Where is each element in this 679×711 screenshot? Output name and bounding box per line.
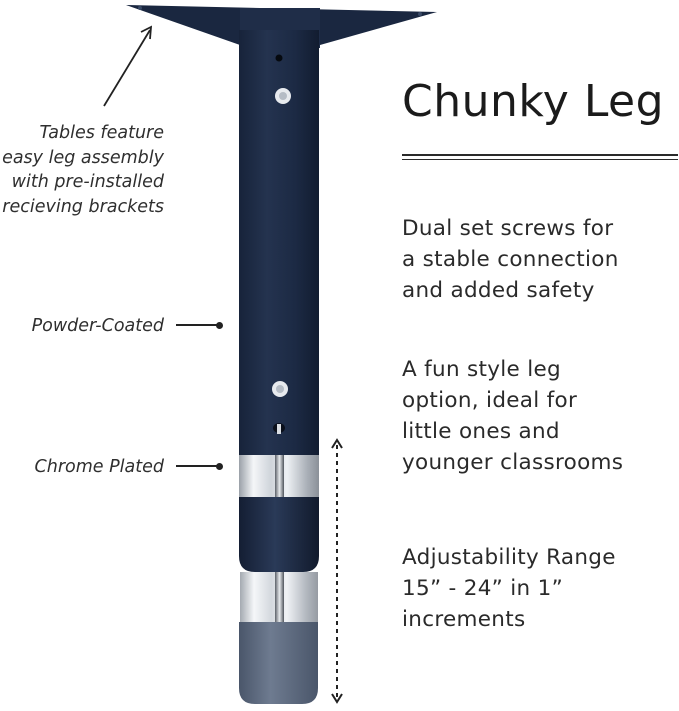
chrome-plated-label: Chrome Plated (34, 457, 164, 477)
bracket-callout-arrow (103, 25, 153, 107)
set-screw-upper (275, 88, 291, 104)
chrome-plated-leader (176, 462, 223, 470)
title-rule-bottom (402, 159, 678, 160)
adjustability-range-arrow (331, 438, 343, 704)
feature-fun-style: A fun style leg option, ideal for little… (402, 357, 624, 475)
product-title: Chunky Leg (402, 76, 665, 127)
feature-set-screws: Dual set screws for a stable connection … (402, 216, 619, 303)
title-rule-top (402, 154, 678, 156)
powder-coated-leader (176, 321, 223, 329)
feature-adjustability: Adjustability Range 15” - 24” in 1” incr… (402, 545, 616, 632)
bracket-callout-text: Tables feature easy leg assembly with pr… (2, 123, 164, 217)
set-screw-lower (272, 381, 288, 397)
leg-cap (239, 497, 319, 572)
powder-coated-label: Powder-Coated (31, 316, 164, 336)
rubber-foot (239, 622, 318, 704)
